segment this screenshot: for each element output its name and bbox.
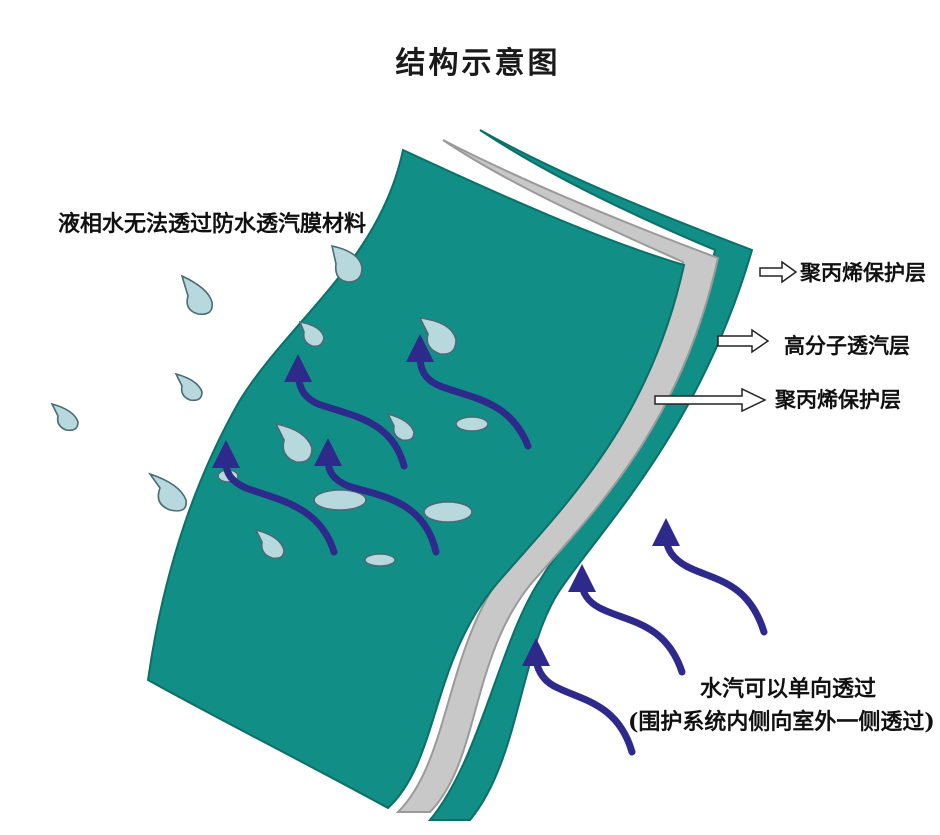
water-droplet-icon — [50, 402, 79, 432]
pointer-arrow-icon — [759, 260, 798, 284]
pointer-arrow-icon — [717, 328, 770, 354]
vapor-flow-arrow-head-icon — [522, 638, 550, 666]
vapor-flow-arrow-icon — [662, 536, 768, 636]
water-droplet-icon — [180, 274, 214, 316]
polymer-layer-label: 高分子透汽层 — [784, 333, 910, 358]
vapor-flow-arrow-icon — [222, 458, 338, 556]
vapor-flow-arrow-icon — [532, 656, 636, 756]
diagram-title: 结构示意图 — [395, 46, 561, 81]
pp-layer-inner-label: 聚丙烯保护层 — [775, 387, 901, 412]
water-droplet-icon — [455, 416, 489, 432]
vapor-flow-arrow-head-icon — [652, 518, 680, 546]
water-droplet-icon — [298, 320, 325, 348]
water-droplet-icon — [386, 412, 415, 442]
membrane-layer-front — [146, 148, 686, 810]
water-droplet-icon — [418, 317, 457, 356]
vapor-label-line1: 水汽可以单向透过 — [700, 676, 877, 702]
water-droplet-icon — [313, 489, 367, 511]
pp-layer-outer-label: 聚丙烯保护层 — [800, 260, 926, 285]
water-droplet-icon — [330, 244, 363, 283]
vapor-flow-arrow-icon — [294, 372, 408, 470]
vapor-flow-arrow-icon — [578, 582, 686, 676]
vapor-flow-arrow-icon — [416, 352, 532, 450]
water-droplet-icon — [147, 472, 187, 512]
vapor-flow-arrow-icon — [324, 456, 440, 556]
water-droplet-icon — [274, 422, 313, 464]
liquid-water-label: 液相水无法透过防水透汽膜材料 — [58, 211, 367, 237]
vapor-flow-arrow-head-icon — [284, 354, 312, 382]
water-droplet-icon — [254, 528, 285, 560]
vapor-flow-arrow-head-icon — [406, 334, 434, 362]
vapor-flow-arrow-head-icon — [212, 440, 240, 468]
water-droplet-icon — [364, 553, 396, 567]
vapor-label-line2: (围护系统内侧向室外一侧透过) — [628, 709, 935, 735]
pointer-arrow-icon — [654, 387, 767, 413]
vapor-flow-arrow-head-icon — [568, 564, 596, 592]
water-droplet-icon — [174, 372, 203, 402]
water-droplet-icon — [423, 501, 473, 523]
vapor-flow-arrow-head-icon — [314, 438, 342, 466]
